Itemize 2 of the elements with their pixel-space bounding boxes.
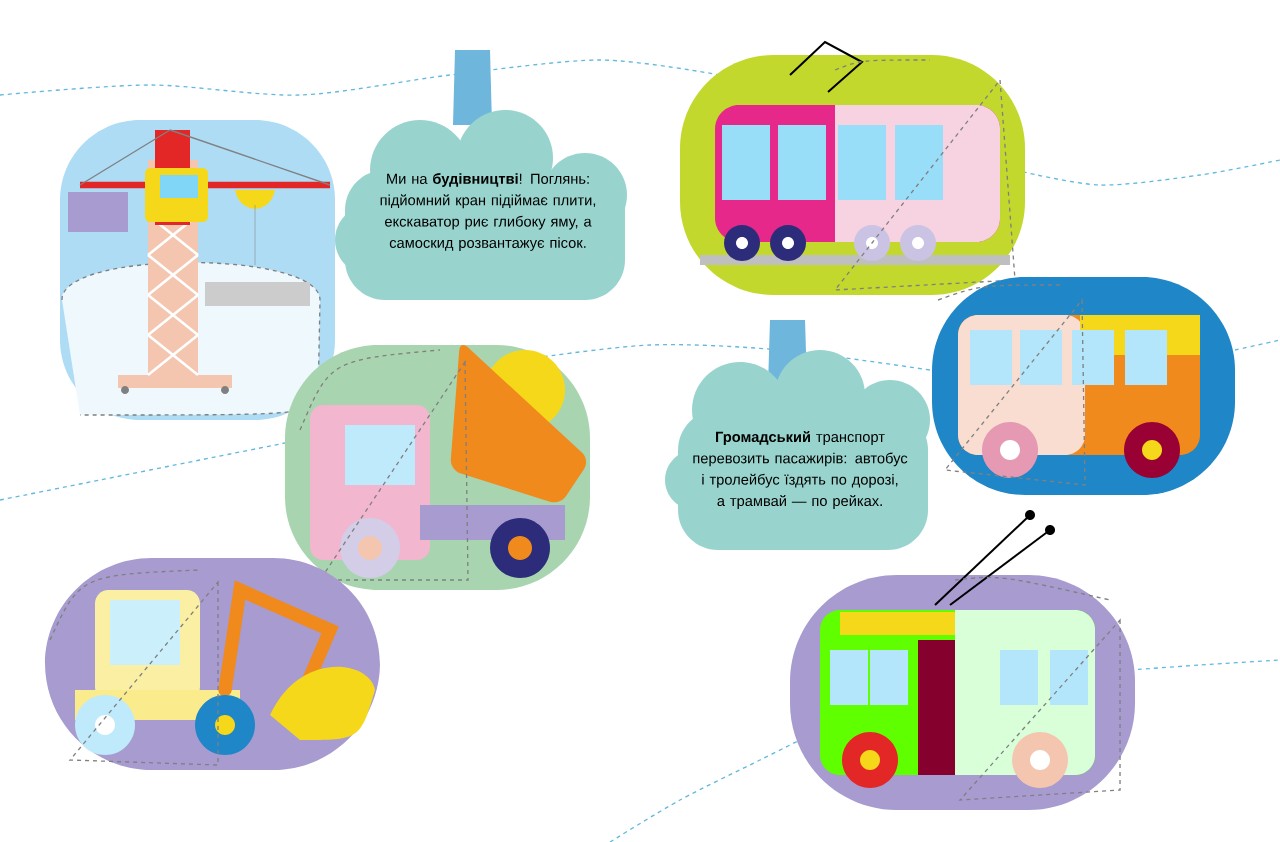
speech-cloud: Ми на будівництві! Поглянь: підйомний кран підіймає плити, екскаватор риє глибоку яму, а самоскид розвантажує пісок.	[335, 110, 627, 300]
speech-cloud: Громадський транспорт перевозить пасажирів: автобус і тролейбус їздять по дорозі, а трамвай — по рейках.	[665, 350, 930, 550]
